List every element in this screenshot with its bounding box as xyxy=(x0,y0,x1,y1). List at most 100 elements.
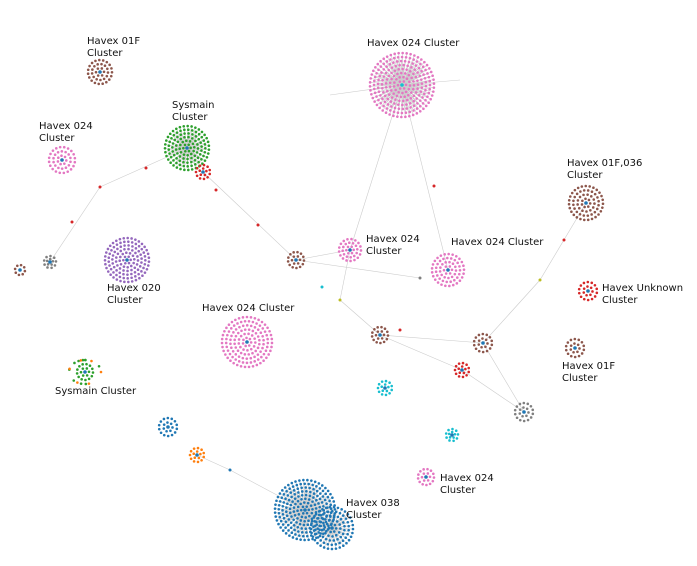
node xyxy=(449,280,452,283)
node xyxy=(573,342,576,345)
node xyxy=(190,125,193,128)
node xyxy=(440,273,443,277)
node xyxy=(481,350,485,354)
node xyxy=(202,163,206,167)
node xyxy=(392,92,395,95)
node xyxy=(54,170,58,173)
node xyxy=(451,253,454,256)
node xyxy=(313,528,317,532)
node xyxy=(173,138,177,142)
node xyxy=(396,72,399,76)
node xyxy=(270,341,274,345)
node xyxy=(83,370,87,374)
node xyxy=(255,322,258,325)
node xyxy=(570,191,574,195)
node xyxy=(112,265,116,269)
node xyxy=(595,188,599,192)
node xyxy=(424,104,428,108)
node xyxy=(422,107,425,111)
edge xyxy=(383,58,403,86)
node xyxy=(109,267,113,271)
node xyxy=(88,364,92,368)
node xyxy=(202,139,206,142)
node xyxy=(443,253,446,256)
node xyxy=(127,261,131,265)
node xyxy=(428,79,432,83)
node xyxy=(328,514,332,517)
node xyxy=(593,295,597,298)
node xyxy=(330,509,334,513)
node xyxy=(396,115,399,118)
node xyxy=(273,507,277,510)
node xyxy=(192,447,196,450)
node xyxy=(339,254,342,257)
node xyxy=(197,160,200,164)
node xyxy=(296,487,300,490)
node xyxy=(429,97,432,101)
node xyxy=(256,223,260,227)
node xyxy=(103,64,107,68)
node xyxy=(165,429,168,433)
node xyxy=(303,482,307,486)
node xyxy=(191,137,194,140)
node xyxy=(389,100,393,103)
node xyxy=(590,281,594,285)
node xyxy=(72,152,75,156)
node xyxy=(564,344,568,348)
node xyxy=(404,55,408,59)
node xyxy=(392,56,396,60)
node xyxy=(575,210,579,214)
node xyxy=(431,479,435,483)
node xyxy=(385,389,389,393)
node xyxy=(597,203,600,207)
node xyxy=(310,479,313,482)
node xyxy=(423,92,426,96)
node xyxy=(451,427,454,431)
node xyxy=(436,281,440,284)
node xyxy=(317,482,321,485)
node xyxy=(328,505,332,509)
node xyxy=(241,316,245,319)
node xyxy=(355,251,358,255)
node xyxy=(190,129,194,132)
node xyxy=(569,348,573,351)
node xyxy=(577,338,581,342)
node xyxy=(368,85,372,88)
node xyxy=(251,320,255,324)
label-line: Havex 024 Cluster xyxy=(367,38,460,49)
node xyxy=(418,104,422,108)
label-line: Havex 038 xyxy=(346,498,400,509)
edge xyxy=(539,202,587,281)
node xyxy=(453,432,457,436)
node xyxy=(119,255,122,259)
node xyxy=(278,492,282,495)
node xyxy=(342,544,345,547)
node xyxy=(420,475,424,479)
node xyxy=(301,262,305,266)
node xyxy=(299,482,303,486)
node xyxy=(338,523,341,526)
node xyxy=(324,506,328,510)
node xyxy=(168,140,172,144)
node xyxy=(580,340,584,344)
node xyxy=(142,266,145,270)
node xyxy=(325,515,328,518)
node xyxy=(385,55,389,58)
node xyxy=(404,115,407,119)
node xyxy=(119,279,122,283)
node xyxy=(77,359,80,363)
node xyxy=(199,173,203,177)
node xyxy=(247,332,250,336)
node xyxy=(94,59,97,63)
node xyxy=(597,213,600,216)
node xyxy=(390,77,393,81)
node xyxy=(309,527,313,531)
node xyxy=(298,522,302,526)
node xyxy=(142,251,146,254)
node xyxy=(64,166,68,170)
node xyxy=(451,283,455,287)
node xyxy=(402,80,406,83)
node xyxy=(444,432,448,435)
node xyxy=(331,496,334,500)
node xyxy=(349,535,353,539)
